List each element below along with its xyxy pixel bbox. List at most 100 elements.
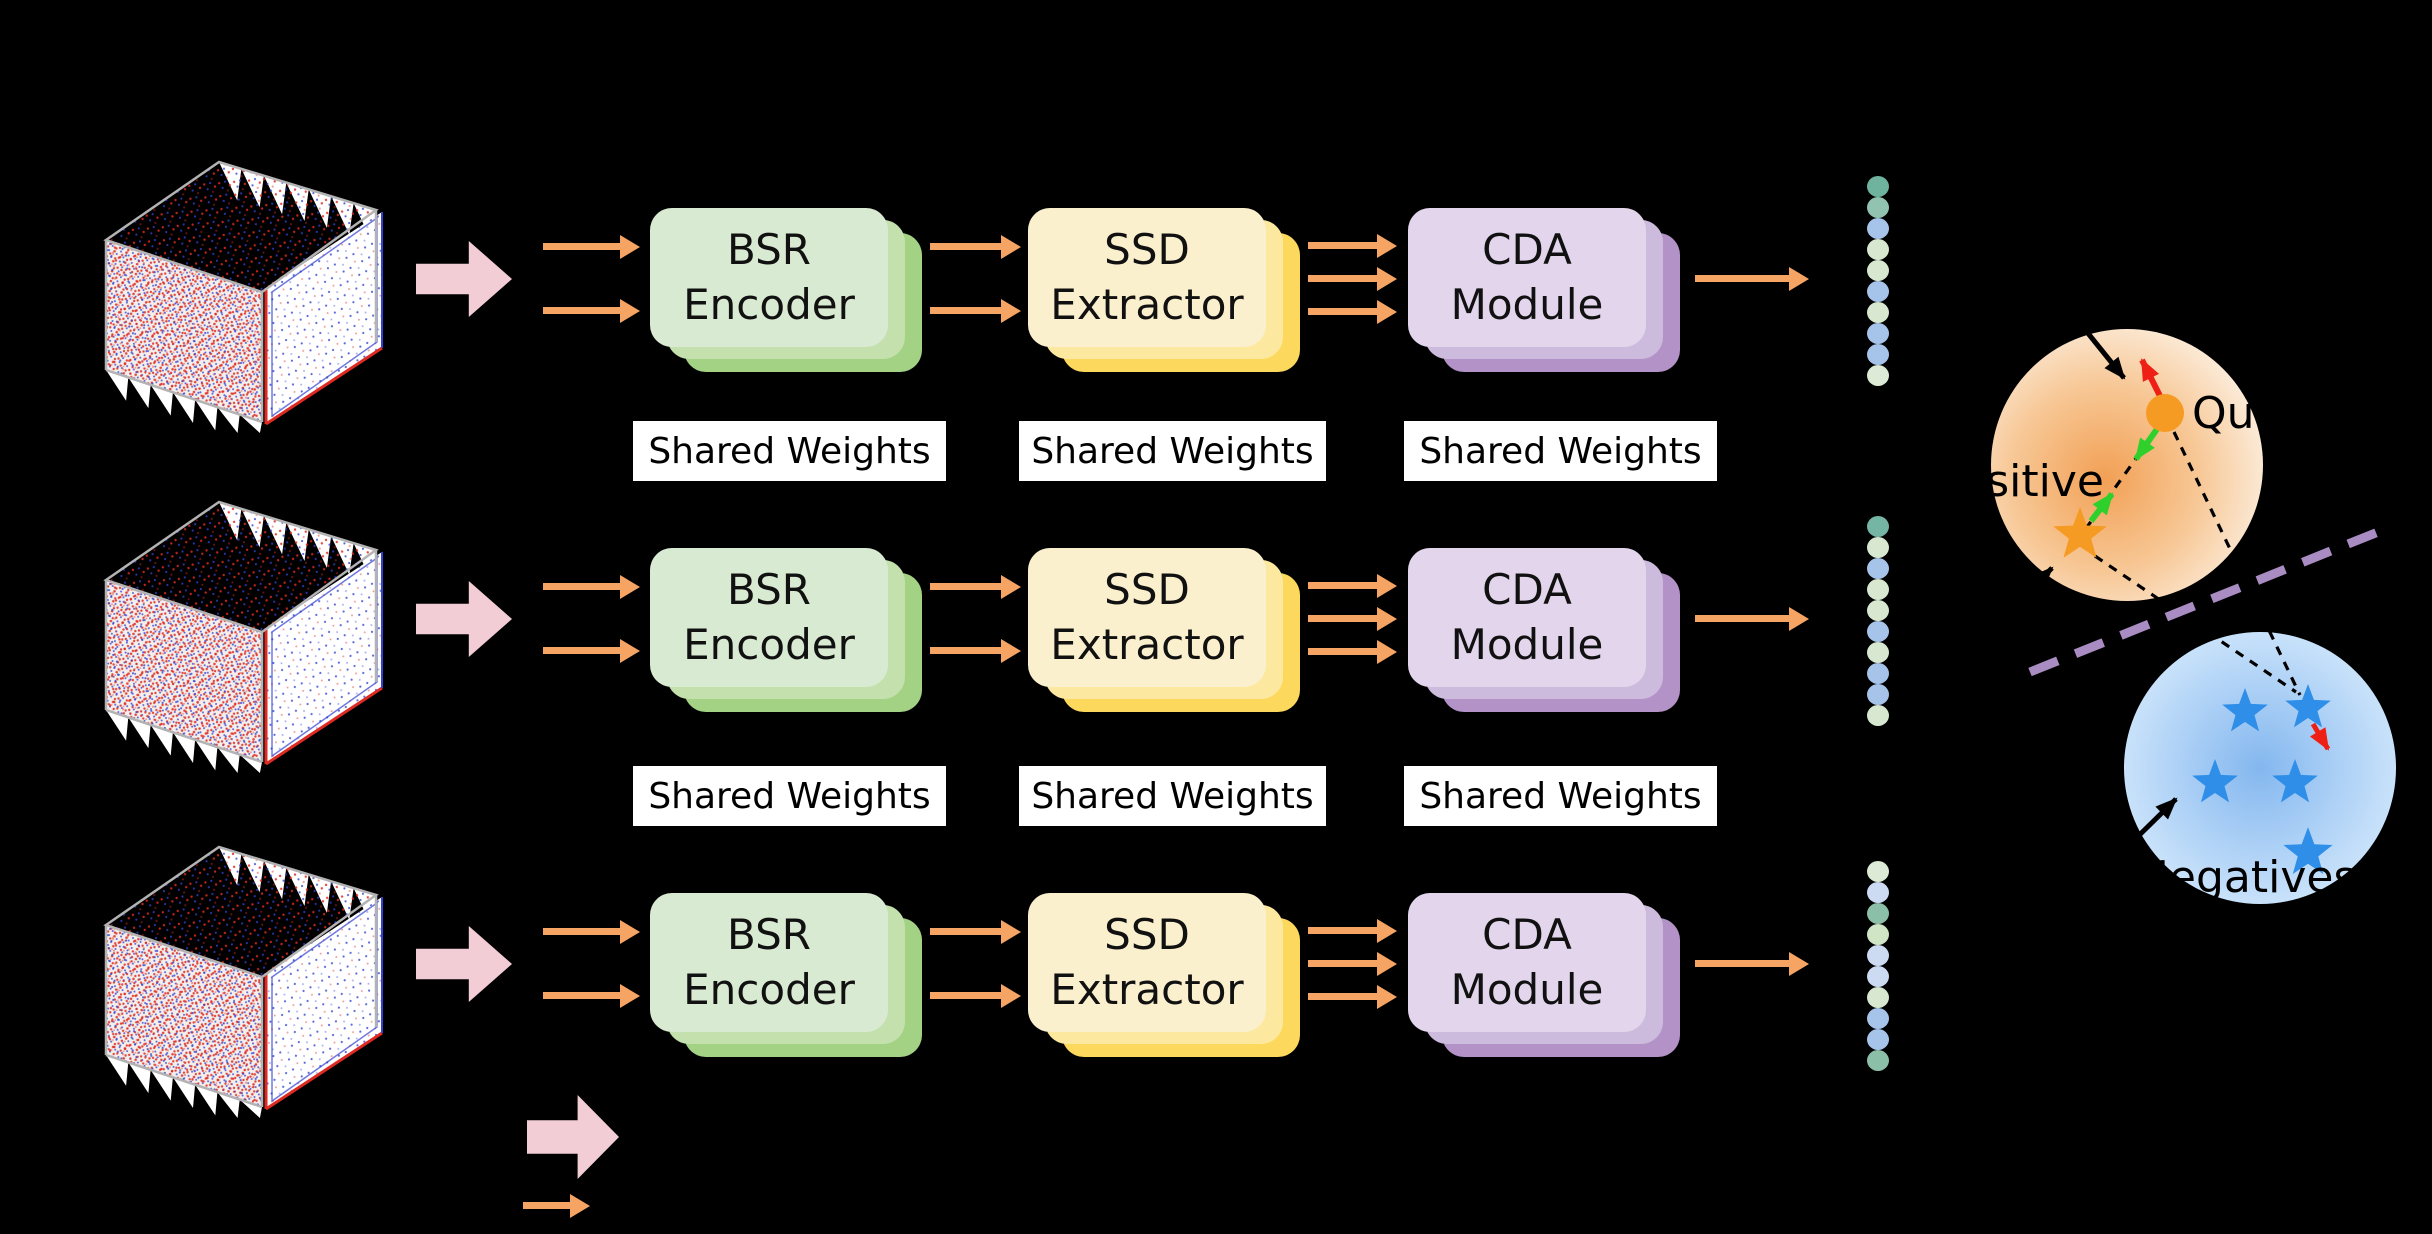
event-voxel-cube [94, 492, 394, 782]
embedding-dot [1867, 987, 1889, 1008]
embedding-dot [1867, 579, 1889, 600]
flow-arrow-icon [1308, 242, 1378, 249]
embedding-column [1867, 861, 1889, 1071]
positive-star-icon [2053, 506, 2107, 558]
embedding-dot [1867, 197, 1889, 218]
negative-star-icon [2285, 684, 2331, 728]
anchor-arrow-to-negatives-icon [2116, 797, 2178, 858]
embedding-dot [1867, 260, 1889, 281]
event-voxel-cube [94, 152, 394, 442]
embedding-dot [1867, 903, 1889, 924]
embedding-dot [1867, 966, 1889, 987]
embedding-dot [1867, 684, 1889, 705]
negative-star-icon [2272, 759, 2318, 803]
embedding-dot [1867, 705, 1889, 726]
positive-cluster-circle [1991, 329, 2263, 601]
positive-negative-dashed-line [2094, 554, 2297, 694]
flow-arrow-icon [1308, 927, 1378, 934]
negative-cluster-circle [2124, 632, 2396, 904]
embedding-dot [1867, 621, 1889, 642]
shared-weights-label: Shared Weights [1019, 421, 1326, 481]
contrastive-learning-panel: Query Positive Negatives [1940, 294, 2396, 904]
shared-weights-label: Shared Weights [1404, 421, 1717, 481]
flow-arrow-icon [543, 307, 621, 314]
embedding-dot [1867, 1008, 1889, 1029]
thick-pink-arrow-icon [416, 241, 512, 317]
embedding-dot [1867, 516, 1889, 537]
negatives-label: Negatives [2136, 852, 2356, 903]
flow-arrow-icon [1308, 308, 1378, 315]
embedding-dot [1867, 365, 1889, 386]
flow-arrow-icon [1308, 993, 1378, 1000]
repel-arrow-icon [2139, 358, 2163, 398]
flow-arrow-icon [543, 647, 621, 654]
shared-weights-label: Shared Weights [1404, 766, 1717, 826]
embedding-dot [1867, 861, 1889, 882]
flow-arrow-icon [930, 992, 1002, 999]
flow-arrow-icon [1308, 615, 1378, 622]
flow-arrow-icon [1695, 275, 1790, 282]
shared-weights-label: Shared Weights [1019, 766, 1326, 826]
embedding-dot [1867, 663, 1889, 684]
flow-arrow-icon [1308, 582, 1378, 589]
flow-arrow-icon [930, 647, 1002, 654]
embedding-dot [1867, 323, 1889, 344]
flow-arrow-icon [1695, 960, 1790, 967]
embedding-dot [1867, 344, 1889, 365]
negative-star-icon [2283, 827, 2333, 874]
anchor-arrow-to-query-icon [2056, 294, 2126, 380]
flow-arrow-icon [930, 583, 1002, 590]
query-label: Query [2192, 388, 2326, 439]
decision-boundary-dashed-line [2028, 527, 2380, 677]
flow-arrow-icon [930, 307, 1002, 314]
flow-arrow-icon [930, 243, 1002, 250]
embedding-column [1867, 516, 1889, 726]
attract-arrow-icon [2088, 492, 2115, 523]
flow-arrow-icon [1308, 648, 1378, 655]
repel-arrow-negative-icon [2309, 722, 2331, 751]
embedding-dot [1867, 924, 1889, 945]
embedding-dot [1867, 600, 1889, 621]
embedding-dot [1867, 281, 1889, 302]
attract-arrow-icon [2133, 427, 2160, 461]
embedding-dot [1867, 537, 1889, 558]
flow-arrow-icon [1308, 960, 1378, 967]
flow-arrow-icon [543, 992, 621, 999]
embedding-dot [1867, 642, 1889, 663]
embedding-dot [1867, 176, 1889, 197]
flow-arrow-icon [543, 583, 621, 590]
embedding-dot [1867, 1029, 1889, 1050]
anchor-arrow-to-positive-icon [2016, 566, 2054, 604]
embedding-dot [1867, 882, 1889, 903]
positive-label: Positive [1940, 456, 2104, 507]
negative-star-icon [2192, 759, 2238, 803]
negative-star-icon [2222, 688, 2268, 732]
query-dot [2146, 394, 2184, 432]
embedding-dot [1867, 218, 1889, 239]
